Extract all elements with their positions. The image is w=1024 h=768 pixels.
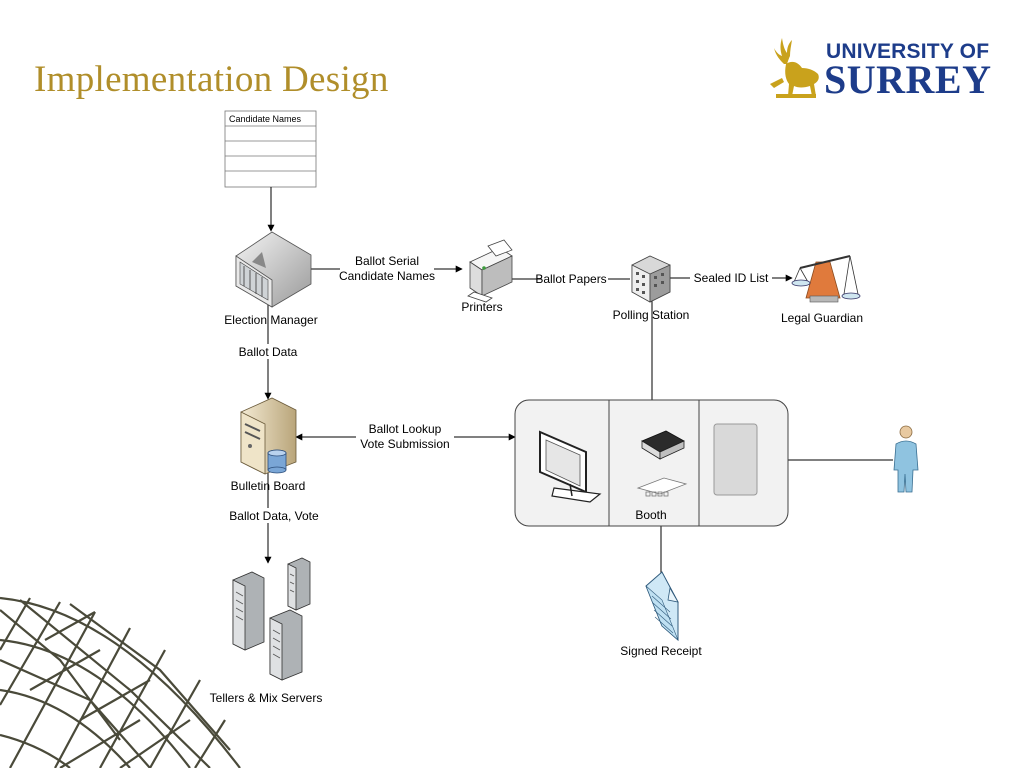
node-label-polling-station: Polling Station: [613, 308, 690, 322]
building-icon: [631, 255, 671, 303]
scanner-icon: [636, 430, 688, 497]
printer-icon: [467, 239, 513, 303]
table-header: Candidate Names: [229, 114, 302, 124]
slide-title: Implementation Design: [34, 59, 389, 100]
edge-label-vote-submission: Vote Submission: [360, 437, 449, 451]
edge-label-ballot-data-vote: Ballot Data, Vote: [229, 509, 319, 523]
scales-icon: [791, 255, 861, 303]
node-label-printers: Printers: [461, 300, 502, 314]
monitor-icon: [539, 430, 602, 503]
edge-label-ballot-serial: Ballot Serial: [355, 254, 419, 268]
node-label-booth: Booth: [635, 508, 666, 522]
node-label-election-manager: Election Manager: [224, 313, 317, 327]
node-label-tellers: Tellers & Mix Servers: [210, 691, 323, 705]
logo-line-2: SURREY: [824, 57, 992, 102]
node-label-signed-receipt: Signed Receipt: [620, 644, 702, 658]
server-icon: [235, 231, 312, 308]
tablet-icon: [713, 423, 758, 496]
candidate-names-table: Candidate Names: [224, 110, 317, 188]
person-icon: [893, 425, 919, 493]
university-logo: UNIVERSITY OF SURREY: [762, 34, 994, 106]
edge-label-sealed-id-list: Sealed ID List: [694, 271, 769, 285]
stag-logo-icon: [770, 38, 819, 98]
server-rack-icon: [232, 557, 311, 681]
edge-label-ballot-papers: Ballot Papers: [535, 272, 606, 286]
booth: [514, 399, 789, 527]
database-server-icon: [240, 397, 297, 475]
logo-line-1: UNIVERSITY OF: [826, 40, 990, 63]
edge-label-candidate-names: Candidate Names: [339, 269, 435, 283]
edge-label-ballot-lookup: Ballot Lookup: [369, 422, 442, 436]
document-icon: [645, 571, 679, 642]
edge-labels: [218, 254, 772, 523]
node-label-legal-guardian: Legal Guardian: [781, 311, 863, 325]
node-label-bulletin-board: Bulletin Board: [231, 479, 306, 493]
table-icon: [224, 110, 317, 188]
edge-label-ballot-data: Ballot Data: [239, 345, 298, 359]
geodesic-dome-icon: [0, 596, 241, 768]
